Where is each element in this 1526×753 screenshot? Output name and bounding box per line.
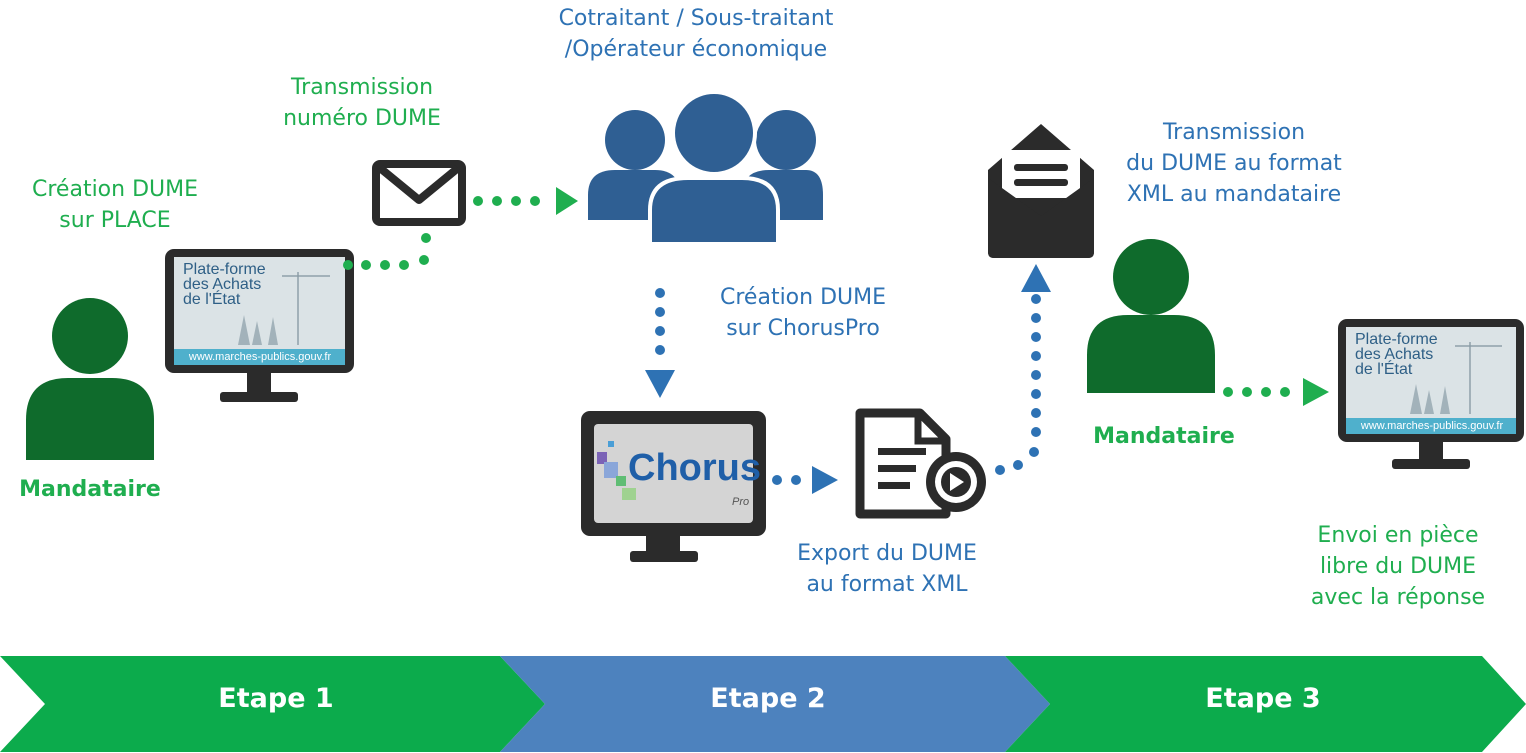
- step-3-chevron: [1005, 656, 1526, 752]
- place-monitor-right-icon: [1338, 319, 1524, 469]
- place-screen-title-right: Plate-forme des Achats de l'État: [1355, 331, 1438, 378]
- chorus-logo-text: Chorus: [628, 447, 761, 489]
- people-group-icon: [588, 90, 823, 246]
- envelope-icon: [372, 160, 466, 226]
- step-2-label: Etape 2: [710, 683, 826, 714]
- green-dotted-connector: [343, 196, 540, 270]
- step-1-label: Etape 1: [218, 683, 334, 714]
- place-screen-title-left: Plate-forme des Achats de l'État: [183, 261, 266, 308]
- chorus-logo-sub: Pro: [732, 496, 750, 508]
- place-screen-url-left: www.marches-publics.gouv.fr: [188, 351, 332, 363]
- step-3-label: Etape 3: [1205, 683, 1321, 714]
- label-envoi: Envoi en pièce libre du DUME avec la rép…: [1310, 523, 1486, 610]
- label-export-xml: Export du DUME au format XML: [797, 541, 977, 597]
- label-cotraitant: Cotraitant / Sous-traitant /Opérateur éc…: [558, 6, 834, 62]
- blue-dotted-connector-down: [655, 288, 665, 355]
- place-screen-url-right: www.marches-publics.gouv.fr: [1360, 420, 1504, 432]
- blue-arrow-to-document: [812, 466, 838, 494]
- mandataire-left-person-icon: [26, 298, 154, 460]
- label-transmission-xml: Transmission du DUME au format XML au ma…: [1126, 120, 1342, 207]
- blue-arrow-to-chorus: [645, 370, 675, 398]
- label-creation-place: Création DUME sur PLACE: [32, 177, 198, 233]
- label-transmission-numero: Transmission numéro DUME: [283, 75, 441, 131]
- green-dotted-connector-right: [1223, 387, 1290, 397]
- blue-dotted-connector-up: [995, 294, 1041, 475]
- blue-dotted-connector-right: [772, 475, 801, 485]
- step-2-chevron: [500, 656, 1050, 752]
- green-arrow-to-monitor: [1303, 378, 1329, 406]
- green-arrow-to-people: [556, 187, 578, 215]
- document-export-icon: [855, 408, 986, 519]
- label-mandataire-left: Mandataire: [19, 477, 161, 502]
- open-envelope-icon: [988, 124, 1094, 258]
- label-creation-chorus: Création DUME sur ChorusPro: [720, 285, 886, 341]
- mandataire-right-person-icon: [1087, 239, 1215, 393]
- chorus-monitor-icon: [581, 411, 766, 562]
- place-monitor-left-icon: [165, 249, 354, 402]
- step-1-chevron: [0, 656, 545, 752]
- blue-arrow-to-envelope: [1021, 264, 1051, 292]
- label-mandataire-right: Mandataire: [1093, 424, 1235, 449]
